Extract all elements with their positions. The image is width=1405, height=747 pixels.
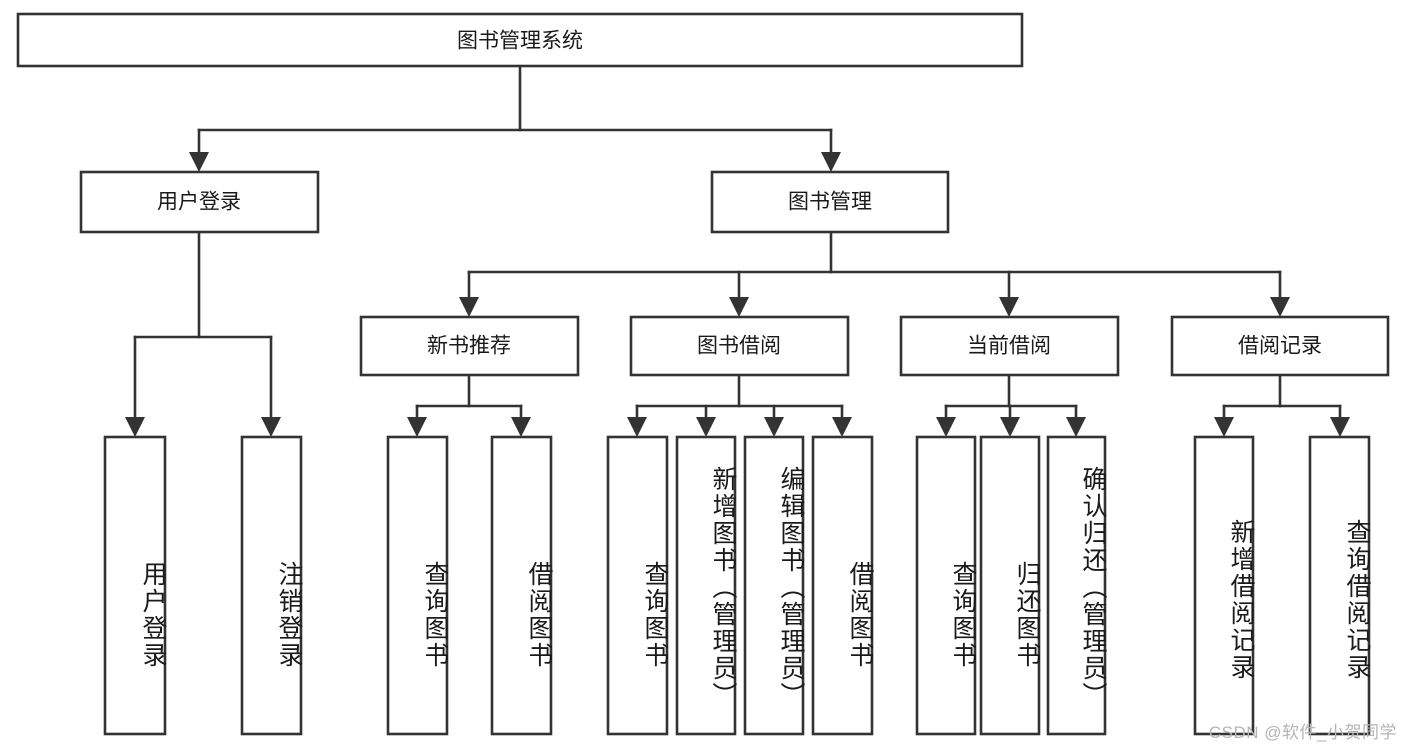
node-book-manage[interactable]: 图书管理 xyxy=(710,170,950,234)
leaf-box-add-record[interactable] xyxy=(1193,435,1255,736)
leaf-box-query-book-1[interactable] xyxy=(386,435,449,736)
node-root-label: 图书管理系统 xyxy=(457,30,583,53)
node-book-borrow-label: 图书借阅 xyxy=(697,335,781,358)
connector-newbook-to-leaves xyxy=(407,373,531,437)
connector-bookborrow-to-leaves xyxy=(627,373,852,437)
leaf-box-confirm-return[interactable] xyxy=(1046,435,1107,736)
csdn-watermark: CSDN @软件_小贺同学 xyxy=(1208,723,1397,742)
leaf-box-return-book[interactable] xyxy=(979,435,1041,736)
node-user-login-label: 用户登录 xyxy=(157,191,241,214)
leaf-box-query-book-2[interactable] xyxy=(606,435,669,736)
node-new-book-rec[interactable]: 新书推荐 xyxy=(359,315,580,377)
node-borrow-record-label: 借阅记录 xyxy=(1238,335,1322,358)
leaf-box-borrow-book-2[interactable] xyxy=(811,435,874,736)
connector-currentborrow-to-leaves xyxy=(936,373,1086,437)
leaf-box-query-record[interactable] xyxy=(1308,435,1371,736)
leaf-box-logout[interactable] xyxy=(240,435,303,736)
node-new-book-rec-label: 新书推荐 xyxy=(427,335,511,358)
node-root[interactable]: 图书管理系统 xyxy=(16,12,1024,68)
connector-bookmanage-to-level3 xyxy=(459,230,1290,317)
leaf-box-query-book-3[interactable] xyxy=(915,435,977,736)
node-user-login[interactable]: 用户登录 xyxy=(79,170,320,234)
connector-root-to-level2 xyxy=(189,64,841,172)
node-borrow-record[interactable]: 借阅记录 xyxy=(1170,315,1390,377)
connector-borrowrecord-to-leaves xyxy=(1214,373,1350,437)
node-book-borrow[interactable]: 图书借阅 xyxy=(629,315,850,377)
connector-userlogin-to-leaves xyxy=(125,230,281,437)
leaf-box-add-book[interactable] xyxy=(675,435,737,736)
leaf-box-user-login[interactable] xyxy=(103,435,167,736)
node-current-borrow-label: 当前借阅 xyxy=(967,335,1051,358)
leaf-box-borrow-book-1[interactable] xyxy=(490,435,553,736)
node-book-manage-label: 图书管理 xyxy=(788,191,872,214)
leaf-box-edit-book[interactable] xyxy=(743,435,805,736)
node-current-borrow[interactable]: 当前借阅 xyxy=(899,315,1120,377)
